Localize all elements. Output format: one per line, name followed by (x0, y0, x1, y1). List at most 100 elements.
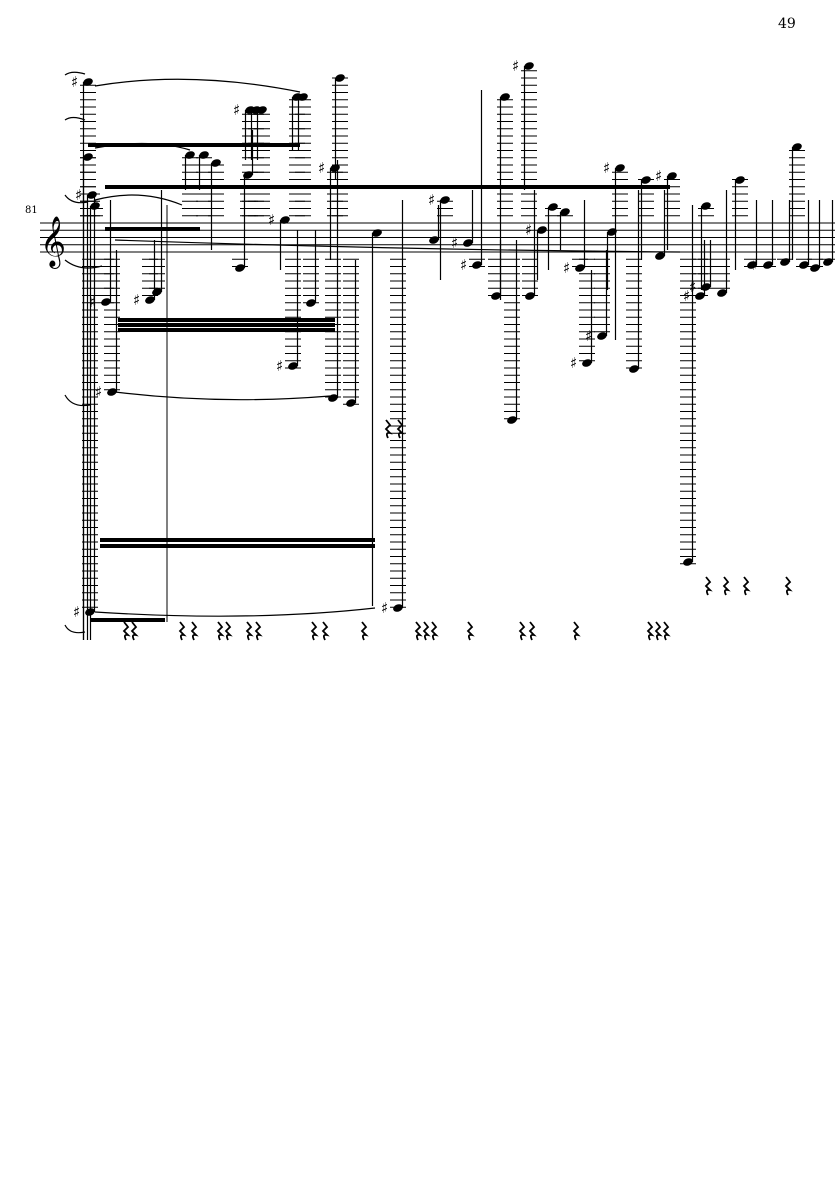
notehead (582, 359, 592, 367)
notehead (107, 388, 117, 396)
sharp-icon: ♯ (276, 357, 283, 375)
notehead (335, 74, 345, 82)
slur (114, 391, 331, 401)
notehead (607, 228, 617, 236)
note (295, 93, 311, 217)
note: ♯ (95, 250, 120, 401)
quarter-rest-icon (784, 576, 793, 596)
notehead (641, 176, 651, 184)
notehead (683, 558, 693, 566)
quarter-rest-icon (216, 621, 225, 641)
notes: ♯♯♯♯♯♯♯♯♯♯♯♯♯♯♯♯♯♯♯♯♯♯♯♯ (71, 57, 835, 640)
notehead (152, 288, 162, 296)
notehead (507, 416, 517, 424)
slur (94, 194, 183, 206)
note (680, 205, 696, 566)
sharp-icon: ♯ (381, 599, 388, 617)
notehead (799, 261, 809, 269)
sharp-icon: ♯ (89, 293, 96, 311)
notehead (524, 62, 534, 70)
quarter-rest-icon (224, 621, 233, 641)
quarter-rest-icon (245, 621, 254, 641)
note: ♯ (428, 191, 453, 280)
sharp-icon: ♯ (75, 186, 82, 204)
note (732, 176, 748, 270)
notehead (328, 394, 338, 402)
sharp-icon: ♯ (133, 291, 140, 309)
slur (64, 116, 86, 121)
quarter-rest-icon (384, 419, 393, 439)
note (606, 228, 617, 290)
notehead (560, 208, 570, 216)
note (87, 202, 103, 640)
quarter-rest-icon (178, 621, 187, 641)
note: ♯ (75, 186, 100, 640)
note (182, 151, 198, 217)
quarter-rest-icon (662, 621, 671, 641)
sharp-icon: ♯ (512, 57, 519, 75)
note (777, 200, 793, 266)
note: ♯ (73, 195, 98, 621)
notehead (629, 365, 639, 373)
sharp-icon: ♯ (71, 73, 78, 91)
slur (114, 239, 681, 253)
quarter-rest-icon (518, 621, 527, 641)
sharp-icon: ♯ (683, 287, 690, 305)
quarter-rest-icon (414, 621, 423, 641)
note (254, 106, 270, 217)
beams (88, 143, 670, 622)
notehead (101, 298, 111, 306)
quarter-rest-icon (722, 576, 731, 596)
slur (94, 78, 301, 93)
notehead (615, 164, 625, 172)
note (332, 74, 348, 217)
note: ♯ (603, 159, 628, 340)
sharp-icon: ♯ (95, 383, 102, 401)
sharp-icon: ♯ (585, 327, 592, 345)
notehead (763, 261, 773, 269)
note (638, 176, 654, 260)
note (545, 203, 561, 270)
note: ♯ (570, 258, 595, 372)
notehead (257, 106, 267, 114)
note (232, 175, 248, 272)
slur (64, 71, 86, 76)
note (149, 190, 165, 296)
notehead (525, 292, 535, 300)
note (289, 93, 305, 217)
note (557, 208, 573, 250)
note (504, 240, 520, 424)
quarter-rest-icon (254, 621, 263, 641)
notehead (83, 153, 93, 161)
quarter-rest-icon (430, 621, 439, 641)
note (303, 230, 319, 307)
notehead (491, 292, 501, 300)
note: ♯ (89, 200, 114, 311)
notehead (440, 196, 450, 204)
quarter-rest-icon (528, 621, 537, 641)
note: ♯ (525, 221, 547, 280)
sharp-icon: ♯ (751, 256, 758, 274)
quarter-rest-icon (646, 621, 655, 641)
note: ♯ (751, 200, 776, 274)
note: ♯ (268, 211, 290, 270)
quarter-rest-icon (396, 419, 405, 439)
notehead (717, 289, 727, 297)
note: ♯ (460, 90, 485, 274)
sharp-icon: ♯ (318, 159, 325, 177)
quarter-rest-icon (321, 621, 330, 641)
note (655, 190, 666, 260)
note (429, 205, 440, 244)
notehead (537, 226, 547, 234)
sharp-icon: ♯ (603, 159, 610, 177)
measure-number: 81 (25, 205, 38, 216)
quarter-rest-icon (310, 621, 319, 641)
note: ♯ (381, 200, 406, 617)
rests (122, 419, 793, 641)
note: ♯ (512, 57, 537, 217)
note: ♯ (655, 167, 680, 250)
notehead (695, 292, 705, 300)
notehead (701, 283, 711, 291)
notehead (463, 239, 473, 247)
